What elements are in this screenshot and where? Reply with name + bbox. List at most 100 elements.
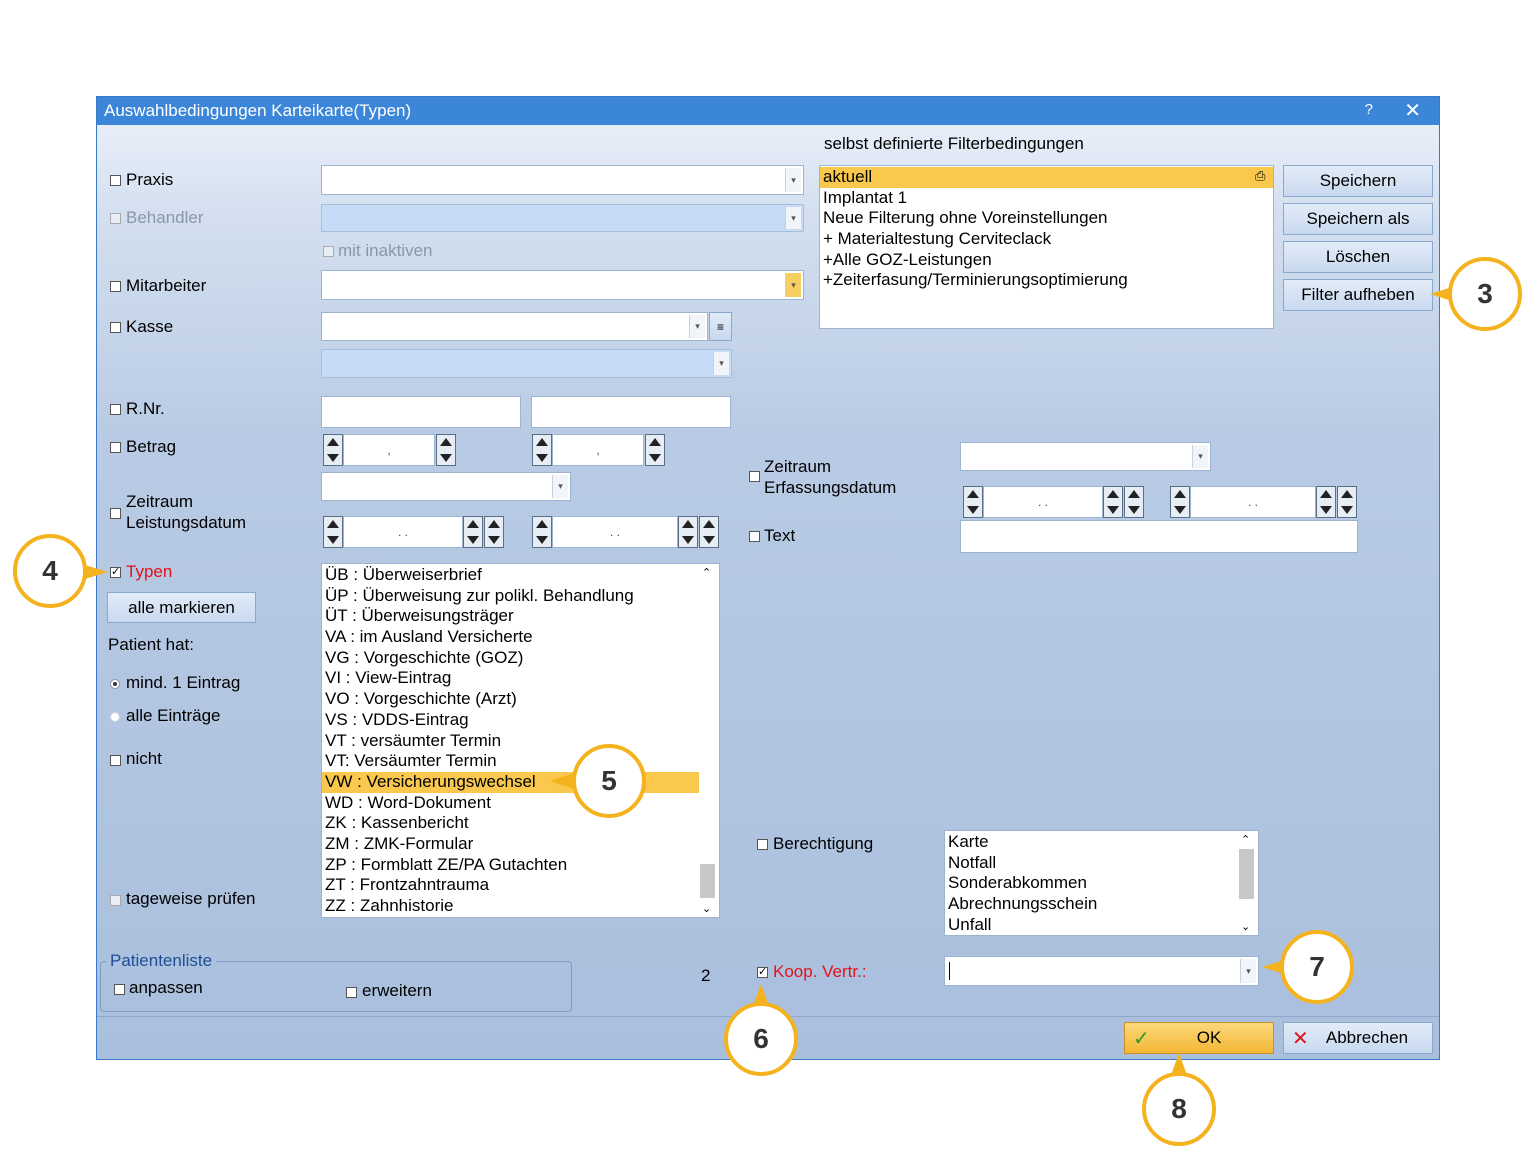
zeitraum-erfassung-select[interactable]: ▾ [960, 442, 1211, 471]
typen-list-item[interactable]: ÜT : Überweisungsträger [325, 606, 514, 626]
kasse-select[interactable]: ▾ [321, 312, 708, 341]
betrag-from-spin-left[interactable] [323, 434, 343, 466]
typen-list-item[interactable]: VT: Versäumter Termin [325, 751, 497, 771]
berechtigung-list-item[interactable]: Karte [948, 832, 989, 851]
leistung-to-spin-r2[interactable] [699, 516, 719, 548]
text-checkbox[interactable] [749, 531, 760, 542]
chevron-down-icon[interactable]: ▾ [785, 273, 801, 297]
typen-list-item[interactable]: ÜP : Überweisung zur polikl. Behandlung [325, 585, 634, 605]
leistung-from-spin-r1[interactable] [463, 516, 483, 548]
list-picker-icon[interactable]: ≡ [709, 312, 732, 341]
mitarbeiter-checkbox[interactable] [110, 281, 121, 292]
betrag-to-input[interactable]: , [552, 434, 644, 466]
typen-list-item[interactable]: ZZ : Zahnhistorie [325, 896, 454, 915]
filter-list-item[interactable]: aktuell [820, 167, 1273, 188]
chevron-down-icon[interactable]: ▾ [1192, 445, 1208, 468]
typen-list-item[interactable]: WD : Word-Dokument [325, 792, 491, 812]
erweitern-checkbox[interactable] [346, 987, 357, 998]
scroll-down-icon[interactable]: ⌄ [1241, 921, 1251, 933]
nicht-checkbox[interactable] [110, 755, 121, 766]
filter-list-item[interactable]: Neue Filterung ohne Voreinstellungen [823, 208, 1108, 228]
betrag-to-spin-left[interactable] [532, 434, 552, 466]
berechtigung-list-item[interactable]: Unfall [948, 914, 992, 934]
leistung-to-spin-r1[interactable] [678, 516, 698, 548]
erfassung-from-spin-left[interactable] [963, 486, 983, 518]
kasse-checkbox[interactable] [110, 322, 121, 333]
loeschen-button[interactable]: Löschen [1283, 241, 1433, 273]
erfassung-from-spin-r1[interactable] [1103, 486, 1123, 518]
erfassung-from-spin-r2[interactable] [1124, 486, 1144, 518]
speichern-button[interactable]: Speichern [1283, 165, 1433, 197]
scroll-up-icon[interactable]: ⌃ [1241, 834, 1251, 846]
scroll-down-icon[interactable]: ⌄ [702, 903, 712, 915]
scroll-up-icon[interactable]: ⌃ [702, 567, 712, 579]
erfassung-to-spin-r2[interactable] [1337, 486, 1357, 518]
rnr-to-input[interactable] [531, 396, 731, 428]
alle-eintraege-radio[interactable] [110, 712, 120, 722]
praxis-checkbox[interactable] [110, 175, 121, 186]
typen-list-item[interactable]: VG : Vorgeschichte (GOZ) [325, 647, 524, 667]
typen-list-item[interactable]: VT : versäumter Termin [325, 730, 502, 750]
berechtigung-scrollbar[interactable]: ⌃ ⌄ [1238, 831, 1255, 935]
scroll-thumb[interactable] [700, 864, 715, 898]
berechtigung-list-item[interactable]: Abrechnungsschein [948, 894, 1098, 914]
abbrechen-button[interactable]: ✕ Abbrechen [1283, 1022, 1433, 1054]
leistung-to-spin-left[interactable] [532, 516, 552, 548]
typen-list-item[interactable]: VI : View-Eintrag [325, 668, 452, 688]
typen-list-item[interactable]: ZK : Kassenbericht [325, 813, 469, 833]
betrag-from-spin-right[interactable] [436, 434, 456, 466]
typen-list-item[interactable]: ÜB : Überweiserbrief [325, 565, 482, 584]
filter-list-item[interactable]: +Zeiterfasung/Terminierungsoptimierung [823, 270, 1128, 290]
chevron-down-icon[interactable]: ▾ [689, 315, 705, 338]
typen-checkbox[interactable]: ✓ [110, 566, 121, 578]
berechtigung-list-item[interactable]: Sonderabkommen [948, 873, 1087, 893]
koop-select[interactable]: ▾ [944, 956, 1259, 986]
chevron-down-icon[interactable]: ▾ [785, 168, 801, 192]
rnr-checkbox[interactable] [110, 404, 121, 415]
chevron-down-icon[interactable]: ▾ [552, 475, 568, 498]
leistung-to-date[interactable]: . . [552, 516, 678, 548]
leistung-from-spin-r2[interactable] [484, 516, 504, 548]
praxis-select[interactable]: ▾ [321, 165, 804, 195]
leistung-from-date[interactable]: . . [343, 516, 463, 548]
mitarbeiter-select[interactable]: ▾ [321, 270, 804, 300]
scroll-thumb[interactable] [1239, 849, 1254, 899]
typen-list-item[interactable]: ZT : Frontzahntrauma [325, 875, 490, 895]
filter-aufheben-button[interactable]: Filter aufheben [1283, 279, 1433, 311]
zeitraum-leistung-checkbox[interactable] [110, 508, 121, 519]
leistung-from-spin-left[interactable] [323, 516, 343, 548]
printer-icon[interactable]: ⎙ [1255, 168, 1266, 183]
erfassung-to-spin-r1[interactable] [1316, 486, 1336, 518]
erfassung-from-date[interactable]: . . [983, 486, 1103, 518]
typen-list-item[interactable]: ZP : Formblatt ZE/PA Gutachten [325, 854, 568, 874]
berechtigung-checkbox[interactable] [757, 839, 768, 850]
anpassen-checkbox[interactable] [114, 984, 125, 995]
typen-list-item[interactable]: ZM : ZMK-Formular [325, 833, 474, 853]
typen-list-item[interactable]: VA : im Ausland Versicherte [325, 627, 533, 647]
alle-markieren-button[interactable]: alle markieren [107, 592, 256, 623]
erfassung-to-spin-left[interactable] [1170, 486, 1190, 518]
filter-list-item[interactable]: Implantat 1 [823, 187, 908, 207]
speichern-als-button[interactable]: Speichern als [1283, 203, 1433, 235]
zeitraum-erfassung-checkbox[interactable] [749, 471, 760, 482]
typen-scrollbar[interactable]: ⌃ ⌄ [699, 564, 716, 917]
typen-list-item[interactable]: VO : Vorgeschichte (Arzt) [325, 689, 517, 709]
betrag-from-input[interactable]: , [343, 434, 435, 466]
betrag-checkbox[interactable] [110, 442, 121, 453]
close-button[interactable]: ✕ [1404, 100, 1421, 122]
mind-1-eintrag-radio[interactable] [110, 679, 120, 689]
erfassung-to-date[interactable]: . . [1190, 486, 1316, 518]
zeitraum-leistung-select[interactable]: ▾ [321, 472, 571, 501]
berechtigung-list-item[interactable]: Notfall [948, 852, 997, 872]
filter-list-item[interactable]: + Materialtestung Cerviteclack [823, 229, 1052, 249]
koop-checkbox[interactable]: ✓ [757, 966, 768, 978]
typen-list-item[interactable]: VS : VDDS-Eintrag [325, 709, 469, 729]
ok-button[interactable]: ✓ OK [1124, 1022, 1274, 1054]
text-input[interactable] [960, 520, 1358, 553]
chevron-down-icon[interactable]: ▾ [1240, 959, 1256, 983]
rnr-from-input[interactable] [321, 396, 521, 428]
help-button[interactable]: ? [1364, 101, 1373, 118]
